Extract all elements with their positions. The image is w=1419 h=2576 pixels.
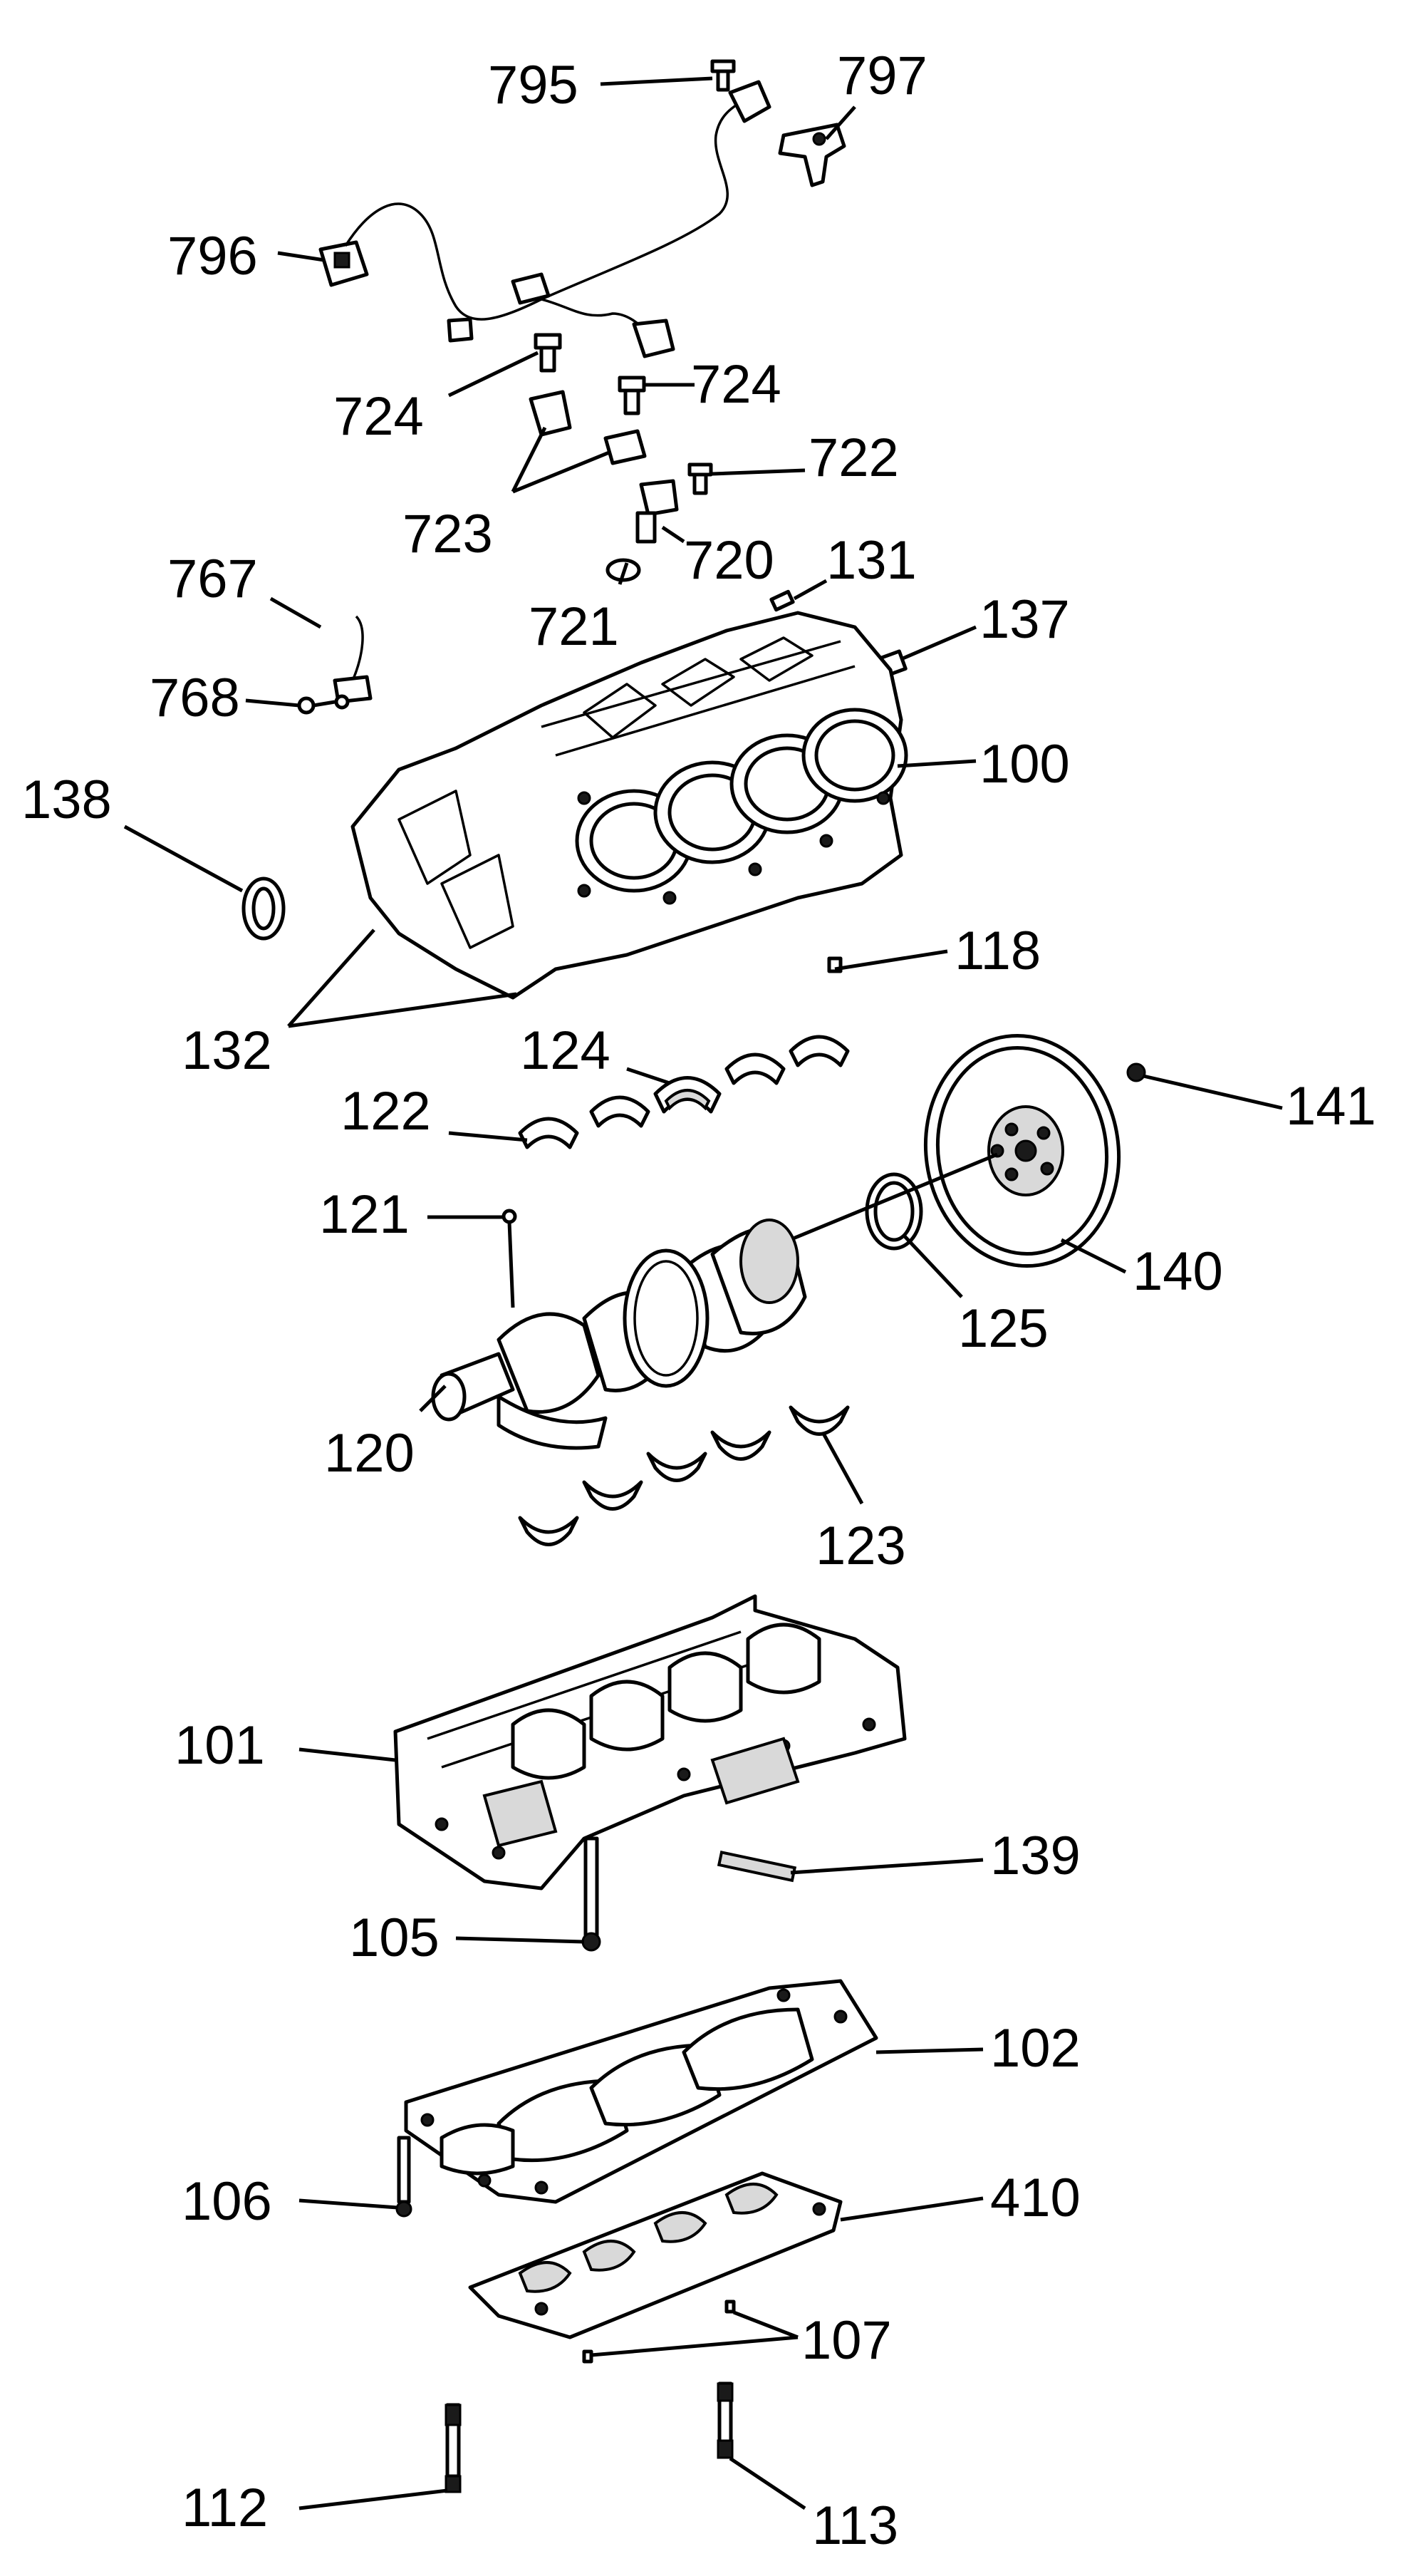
callout-723: 723 <box>402 504 493 564</box>
part-724-bolt-left <box>534 333 562 373</box>
callout-118: 118 <box>955 921 1041 981</box>
callout-796: 796 <box>167 226 258 286</box>
callout-795: 795 <box>488 55 578 115</box>
callout-768: 768 <box>150 668 240 728</box>
callout-724-right: 724 <box>691 354 781 415</box>
callout-113: 113 <box>812 2495 898 2556</box>
callout-121: 121 <box>319 1184 410 1245</box>
callout-137: 137 <box>979 589 1070 650</box>
callout-721: 721 <box>529 596 619 657</box>
part-724-bolt-right <box>618 376 646 415</box>
callout-140: 140 <box>1133 1241 1223 1302</box>
part-105-bolt <box>581 1836 601 1952</box>
callout-132: 132 <box>182 1020 272 1081</box>
part-722-bolt <box>687 462 713 495</box>
callout-131: 131 <box>826 530 917 591</box>
callout-112: 112 <box>182 2478 268 2538</box>
callout-120: 120 <box>324 1423 415 1484</box>
callout-107: 107 <box>801 2310 892 2371</box>
callout-410: 410 <box>990 2168 1081 2228</box>
part-796-connector <box>318 240 369 287</box>
wiring-harness <box>344 80 771 358</box>
part-101-bedplate <box>393 1594 907 1890</box>
part-139-plug <box>717 1851 797 1883</box>
callout-141: 141 <box>1286 1076 1376 1137</box>
callout-106: 106 <box>182 2171 272 2232</box>
callout-139: 139 <box>990 1826 1081 1886</box>
part-768-bolts <box>297 694 350 715</box>
callout-102: 102 <box>990 2018 1081 2079</box>
callout-122: 122 <box>341 1081 431 1142</box>
part-100-engine-block <box>350 611 908 1000</box>
callout-724-left: 724 <box>333 386 424 447</box>
part-123-lower-bearings <box>518 1405 850 1546</box>
callout-124: 124 <box>520 1020 610 1081</box>
part-121-pin <box>501 1209 517 1224</box>
part-720-sensor <box>635 479 679 544</box>
callout-797: 797 <box>837 46 927 106</box>
callout-105: 105 <box>349 1908 440 1968</box>
part-113-stud <box>717 2381 734 2459</box>
part-102-plate <box>404 1979 878 2204</box>
part-125-ring <box>865 1172 923 1251</box>
part-795-bolt <box>710 59 736 92</box>
part-723-clips <box>529 390 647 465</box>
callout-125: 125 <box>958 1298 1049 1359</box>
callout-767: 767 <box>167 549 258 609</box>
callout-720: 720 <box>684 530 774 591</box>
callout-123: 123 <box>816 1516 906 1576</box>
part-410-bracket <box>468 2171 843 2339</box>
part-122-upper-bearings <box>518 1035 850 1149</box>
part-138-seal <box>241 876 286 941</box>
callout-100: 100 <box>979 734 1070 795</box>
part-140-flexplate <box>923 1033 1121 1268</box>
part-767-tube <box>333 615 373 704</box>
part-120-crankshaft <box>431 1219 807 1450</box>
part-141-bolt <box>1126 1062 1146 1082</box>
callout-101: 101 <box>175 1715 265 1776</box>
part-131-dowel <box>769 589 795 612</box>
part-112-stud <box>445 2403 462 2493</box>
part-106-bolt <box>395 2136 412 2218</box>
callout-138: 138 <box>21 770 112 830</box>
part-124-thrust-bearing <box>653 1076 722 1114</box>
callout-722: 722 <box>809 428 899 488</box>
part-797-bracket <box>778 123 846 187</box>
crank-axis-line <box>754 1152 998 1256</box>
leader-lines <box>123 76 1283 2510</box>
part-107-pins <box>582 2300 736 2364</box>
